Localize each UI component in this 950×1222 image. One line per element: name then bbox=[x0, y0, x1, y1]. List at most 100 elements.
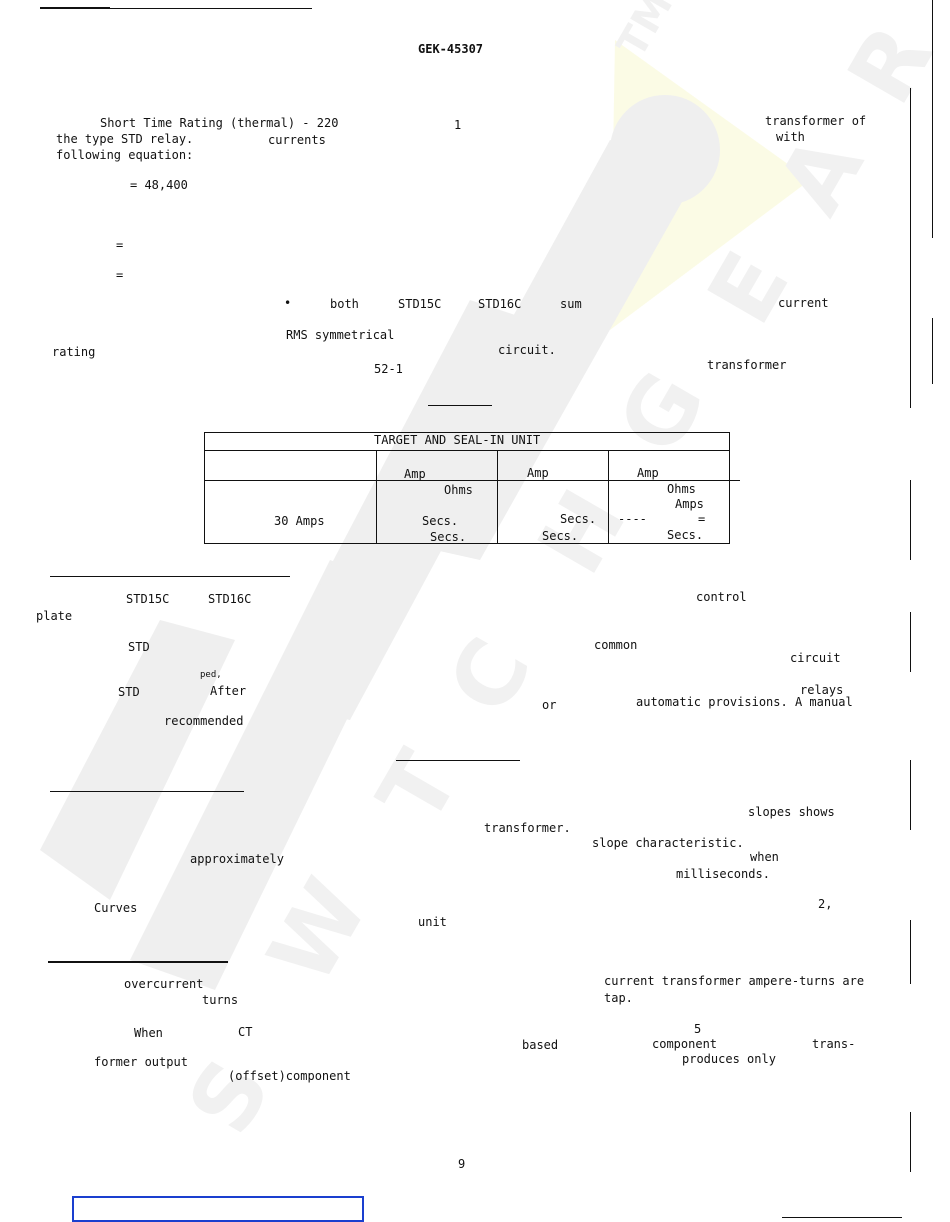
short-time-rating-label: Short Time Rating (thermal) - 220 bbox=[100, 116, 339, 130]
revision-bar bbox=[932, 0, 933, 238]
text-fragment: STD bbox=[118, 685, 140, 699]
text-fragment: Curves bbox=[94, 901, 138, 915]
table-border bbox=[204, 432, 730, 544]
text-fragment: slopes shows bbox=[748, 805, 835, 819]
text-fragment: plate bbox=[36, 609, 73, 623]
text-fragment: automatic provisions. A manual bbox=[636, 695, 853, 709]
text-fragment: After bbox=[210, 684, 247, 698]
page-number: 9 bbox=[458, 1157, 466, 1171]
table-line bbox=[497, 450, 498, 544]
text-fragment: When bbox=[134, 1026, 163, 1040]
table-heading-rule bbox=[428, 405, 492, 406]
bullet: • bbox=[284, 296, 292, 310]
table-cell: Secs. bbox=[560, 512, 597, 526]
text-fragment: overcurrent bbox=[124, 977, 204, 991]
svg-text:T: T bbox=[358, 735, 480, 841]
text-fragment: STD16C bbox=[478, 297, 522, 311]
svg-text:E: E bbox=[688, 235, 810, 341]
revision-bar bbox=[910, 920, 911, 984]
text-fragment: relays bbox=[800, 683, 844, 697]
table-line bbox=[376, 450, 377, 544]
revision-bar bbox=[910, 88, 911, 408]
text-fragment: circuit. bbox=[498, 343, 556, 357]
text-fragment: (offset)component bbox=[228, 1069, 351, 1083]
table-cell: = bbox=[698, 512, 706, 526]
text-fragment: both bbox=[330, 297, 359, 311]
text-fragment: STD bbox=[128, 640, 150, 654]
text-fragment: recommended bbox=[164, 714, 244, 728]
table-line bbox=[608, 450, 609, 544]
table-cell: Amps bbox=[675, 497, 704, 511]
equation-value: = 48,400 bbox=[130, 178, 188, 192]
text-fragment: CT bbox=[238, 1025, 253, 1039]
text-fragment: transformer of bbox=[765, 114, 867, 128]
table-cell: Ohms bbox=[667, 482, 696, 496]
text-fragment: approximately bbox=[190, 852, 284, 866]
bottom-highlight-box bbox=[72, 1196, 364, 1222]
table-cell: ---- bbox=[618, 512, 647, 526]
text-fragment: when bbox=[750, 850, 779, 864]
col-header: Amp bbox=[637, 466, 659, 480]
text-fragment: following equation: bbox=[56, 148, 194, 162]
text-fragment: transformer bbox=[707, 358, 787, 372]
equals-sign: = bbox=[116, 238, 124, 252]
top-rule bbox=[40, 8, 312, 9]
text-fragment: trans- bbox=[812, 1037, 856, 1051]
table-cell: Secs. bbox=[542, 529, 579, 543]
equals-sign: = bbox=[116, 268, 124, 282]
text-fragment: STD15C bbox=[398, 297, 442, 311]
text-fragment: STD15C bbox=[126, 592, 170, 606]
text-fragment: unit bbox=[418, 915, 447, 929]
svg-text:C: C bbox=[428, 621, 552, 731]
text-fragment: 2, bbox=[818, 897, 833, 911]
revision-bar bbox=[910, 760, 911, 830]
revision-bar bbox=[910, 612, 911, 672]
revision-bar bbox=[910, 1112, 911, 1172]
text-fragment: milliseconds. bbox=[676, 867, 770, 881]
text-fragment: or bbox=[542, 698, 557, 712]
text-fragment: common bbox=[594, 638, 638, 652]
revision-bar bbox=[910, 480, 911, 560]
text-fragment: with bbox=[776, 130, 805, 144]
section-heading-rule bbox=[48, 961, 228, 963]
table-line bbox=[204, 480, 740, 481]
text-fragment: slope characteristic. bbox=[592, 836, 744, 850]
text-fragment: 5 bbox=[694, 1022, 702, 1036]
text-fragment: rating bbox=[52, 345, 96, 359]
svg-text:W: W bbox=[248, 863, 389, 1001]
text-fragment: former output bbox=[94, 1055, 188, 1069]
section-heading-rule bbox=[396, 760, 520, 761]
text-fragment: STD16C bbox=[208, 592, 252, 606]
col-header: Amp bbox=[527, 466, 549, 480]
section-heading-rule bbox=[50, 576, 290, 577]
text-fragment: component bbox=[652, 1037, 718, 1051]
text-fragment: current bbox=[778, 296, 829, 310]
doc-number: GEK-45307 bbox=[418, 42, 484, 56]
text-fragment: control bbox=[696, 590, 747, 604]
col-header: Amp bbox=[404, 467, 426, 481]
text-fragment: RMS symmetrical bbox=[286, 328, 395, 342]
top-rule-thick bbox=[40, 7, 110, 9]
text-fragment: sum bbox=[560, 297, 582, 311]
text-fragment: turns bbox=[202, 993, 239, 1007]
bottom-right-rule bbox=[782, 1217, 902, 1218]
table-cell: Secs. bbox=[422, 514, 459, 528]
text-fragment: based bbox=[522, 1038, 559, 1052]
table-line bbox=[204, 450, 730, 451]
text-fragment: 1 bbox=[454, 118, 462, 132]
section-heading-rule bbox=[50, 791, 244, 792]
text-fragment: current transformer ampere-turns are bbox=[604, 974, 865, 988]
table-cell: Secs. bbox=[430, 530, 467, 544]
target-seal-in-table: TARGET AND SEAL-IN UNIT Amp Amp Amp Ohms… bbox=[204, 432, 740, 544]
text-fragment: tap. bbox=[604, 991, 633, 1005]
text-fragment: currents bbox=[268, 133, 326, 147]
revision-bar bbox=[932, 318, 933, 384]
text-fragment: ped, bbox=[200, 670, 222, 680]
text-fragment: produces only bbox=[682, 1052, 776, 1066]
table-cell: Secs. bbox=[667, 528, 704, 542]
table-title: TARGET AND SEAL-IN UNIT bbox=[374, 433, 541, 447]
svg-text:TM: TM bbox=[609, 0, 682, 65]
text-fragment: transformer. bbox=[484, 821, 571, 835]
text-fragment: the type STD relay. bbox=[56, 132, 194, 146]
